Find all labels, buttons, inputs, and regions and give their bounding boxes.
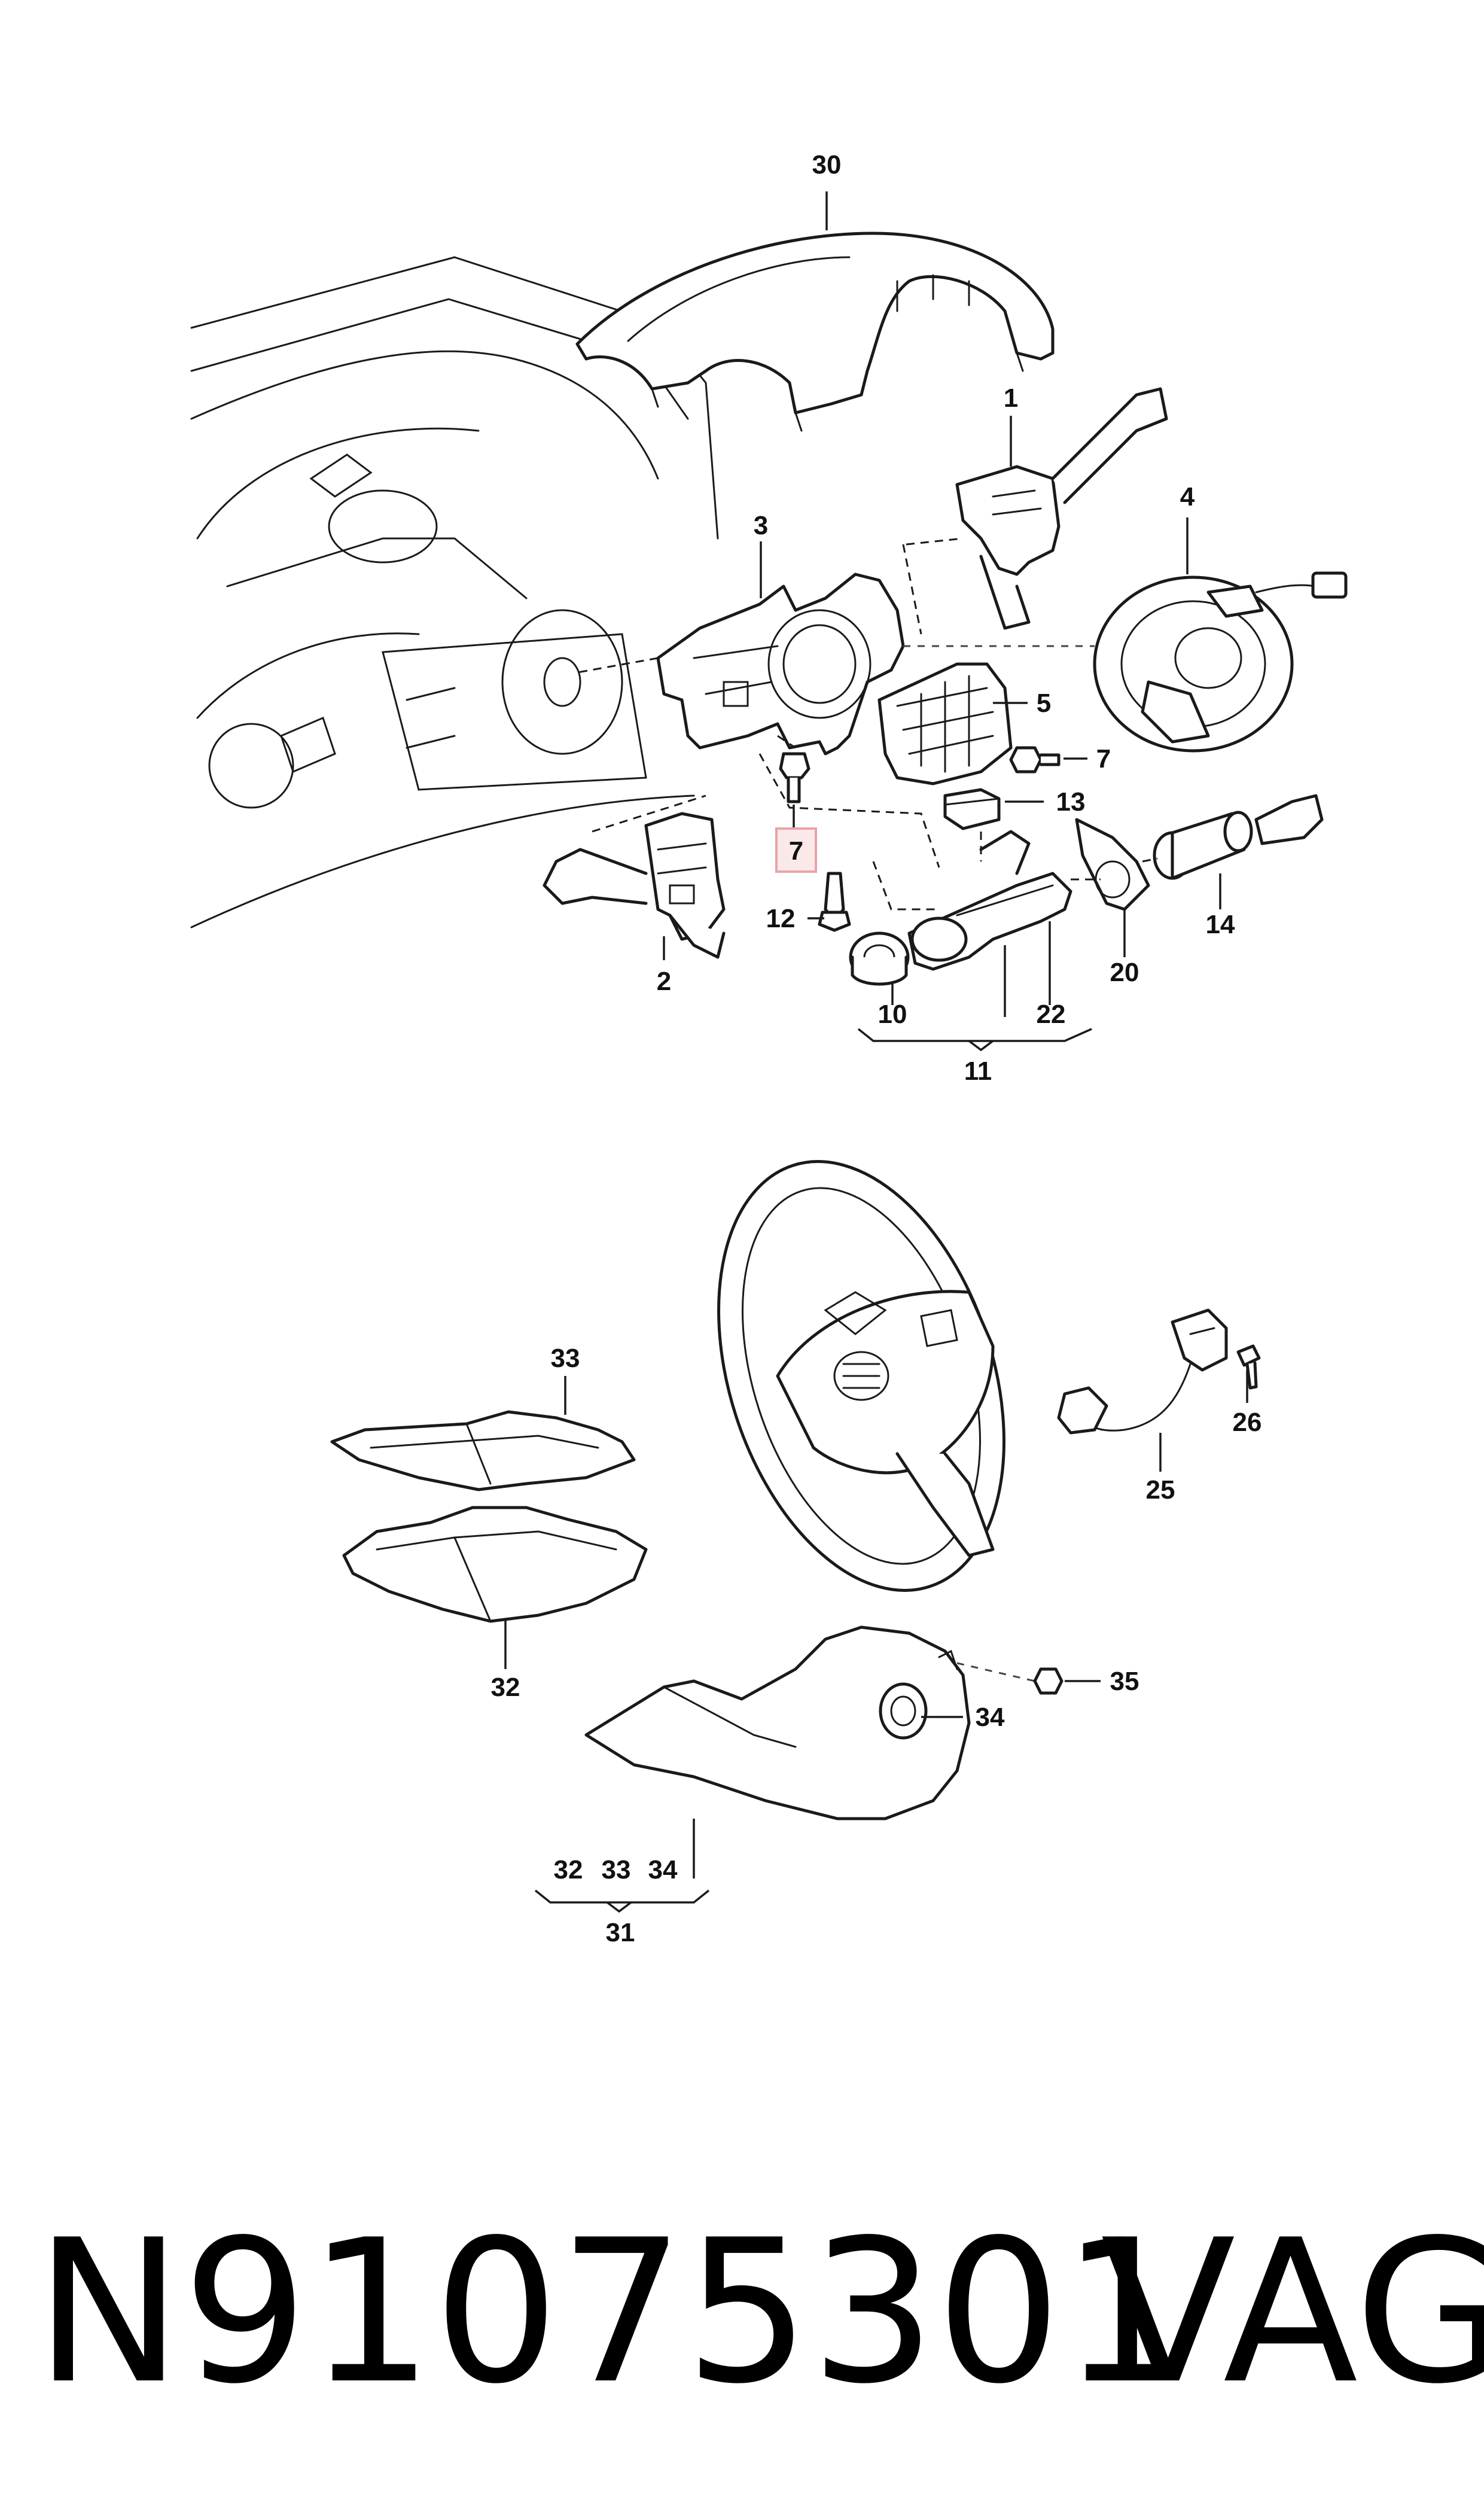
callout-31: 31 bbox=[606, 1918, 635, 1947]
callout-34: 34 bbox=[976, 1703, 1005, 1732]
callout-25: 25 bbox=[1146, 1475, 1175, 1505]
callout-11: 11 bbox=[964, 1056, 992, 1086]
callout-10: 10 bbox=[878, 1000, 907, 1029]
part-20-ring bbox=[1075, 818, 1150, 957]
parts-diagram: 30 1 3 4 5 7 7 13 12 2 10 22 20 14 11 33… bbox=[190, 150, 1348, 1947]
callout-22: 22 bbox=[1037, 1000, 1066, 1029]
bracket-label-32: 32 bbox=[554, 1855, 583, 1884]
steering-wheel bbox=[717, 1160, 1005, 1592]
bracket-11 bbox=[857, 1028, 1092, 1052]
callout-4: 4 bbox=[1180, 482, 1195, 511]
bracket-31 bbox=[534, 1889, 710, 1913]
callout-3: 3 bbox=[754, 511, 768, 540]
part-2-turn-signal-switch bbox=[543, 794, 726, 960]
part-11-lock-housing bbox=[758, 753, 1072, 1017]
part-7-bolt-right bbox=[1009, 746, 1087, 774]
bracket-label-34: 34 bbox=[648, 1855, 678, 1884]
callout-12: 12 bbox=[766, 904, 796, 933]
part-7-bolt-center bbox=[779, 752, 810, 829]
callout-26: 26 bbox=[1233, 1408, 1262, 1437]
callout-1: 1 bbox=[1004, 383, 1018, 413]
part-33-trim-panel bbox=[330, 1376, 636, 1491]
part-35-screw bbox=[1033, 1667, 1101, 1695]
part-number: N91075301 bbox=[35, 2197, 1187, 2427]
part-1-wiper-switch bbox=[902, 387, 1168, 635]
part-12-screw bbox=[807, 872, 851, 932]
callout-20: 20 bbox=[1110, 958, 1139, 987]
part-26-screw bbox=[1236, 1344, 1261, 1403]
callout-35: 35 bbox=[1110, 1667, 1139, 1696]
callout-33: 33 bbox=[551, 1344, 580, 1373]
callouts-upper: 30 1 3 4 5 7 7 13 12 2 10 22 20 14 11 bbox=[657, 150, 1235, 1086]
callout-7-highlighted: 7 bbox=[789, 836, 803, 866]
callout-2: 2 bbox=[657, 967, 671, 996]
bracket-label-33: 33 bbox=[602, 1855, 631, 1884]
callout-30: 30 bbox=[812, 150, 842, 179]
callout-32: 32 bbox=[491, 1673, 520, 1702]
callout-7-right: 7 bbox=[1096, 744, 1111, 774]
part-34-lower-cover bbox=[584, 1625, 1035, 1878]
brand-name: VAG bbox=[1101, 2197, 1484, 2427]
part-25-multifunction-button bbox=[1057, 1308, 1228, 1472]
part-30-column-trim bbox=[575, 191, 1055, 432]
part-32-trim-panel bbox=[342, 1506, 648, 1669]
callout-14: 14 bbox=[1206, 910, 1235, 939]
part-5-control-unit bbox=[877, 662, 1028, 785]
callout-13: 13 bbox=[1056, 787, 1086, 817]
callout-5: 5 bbox=[1037, 689, 1051, 718]
part-4-clock-spring bbox=[1093, 517, 1348, 753]
callouts-lower: 33 32 26 25 35 34 32 33 34 31 bbox=[491, 1344, 1262, 1947]
part-10-lock-cylinder bbox=[849, 931, 910, 1005]
